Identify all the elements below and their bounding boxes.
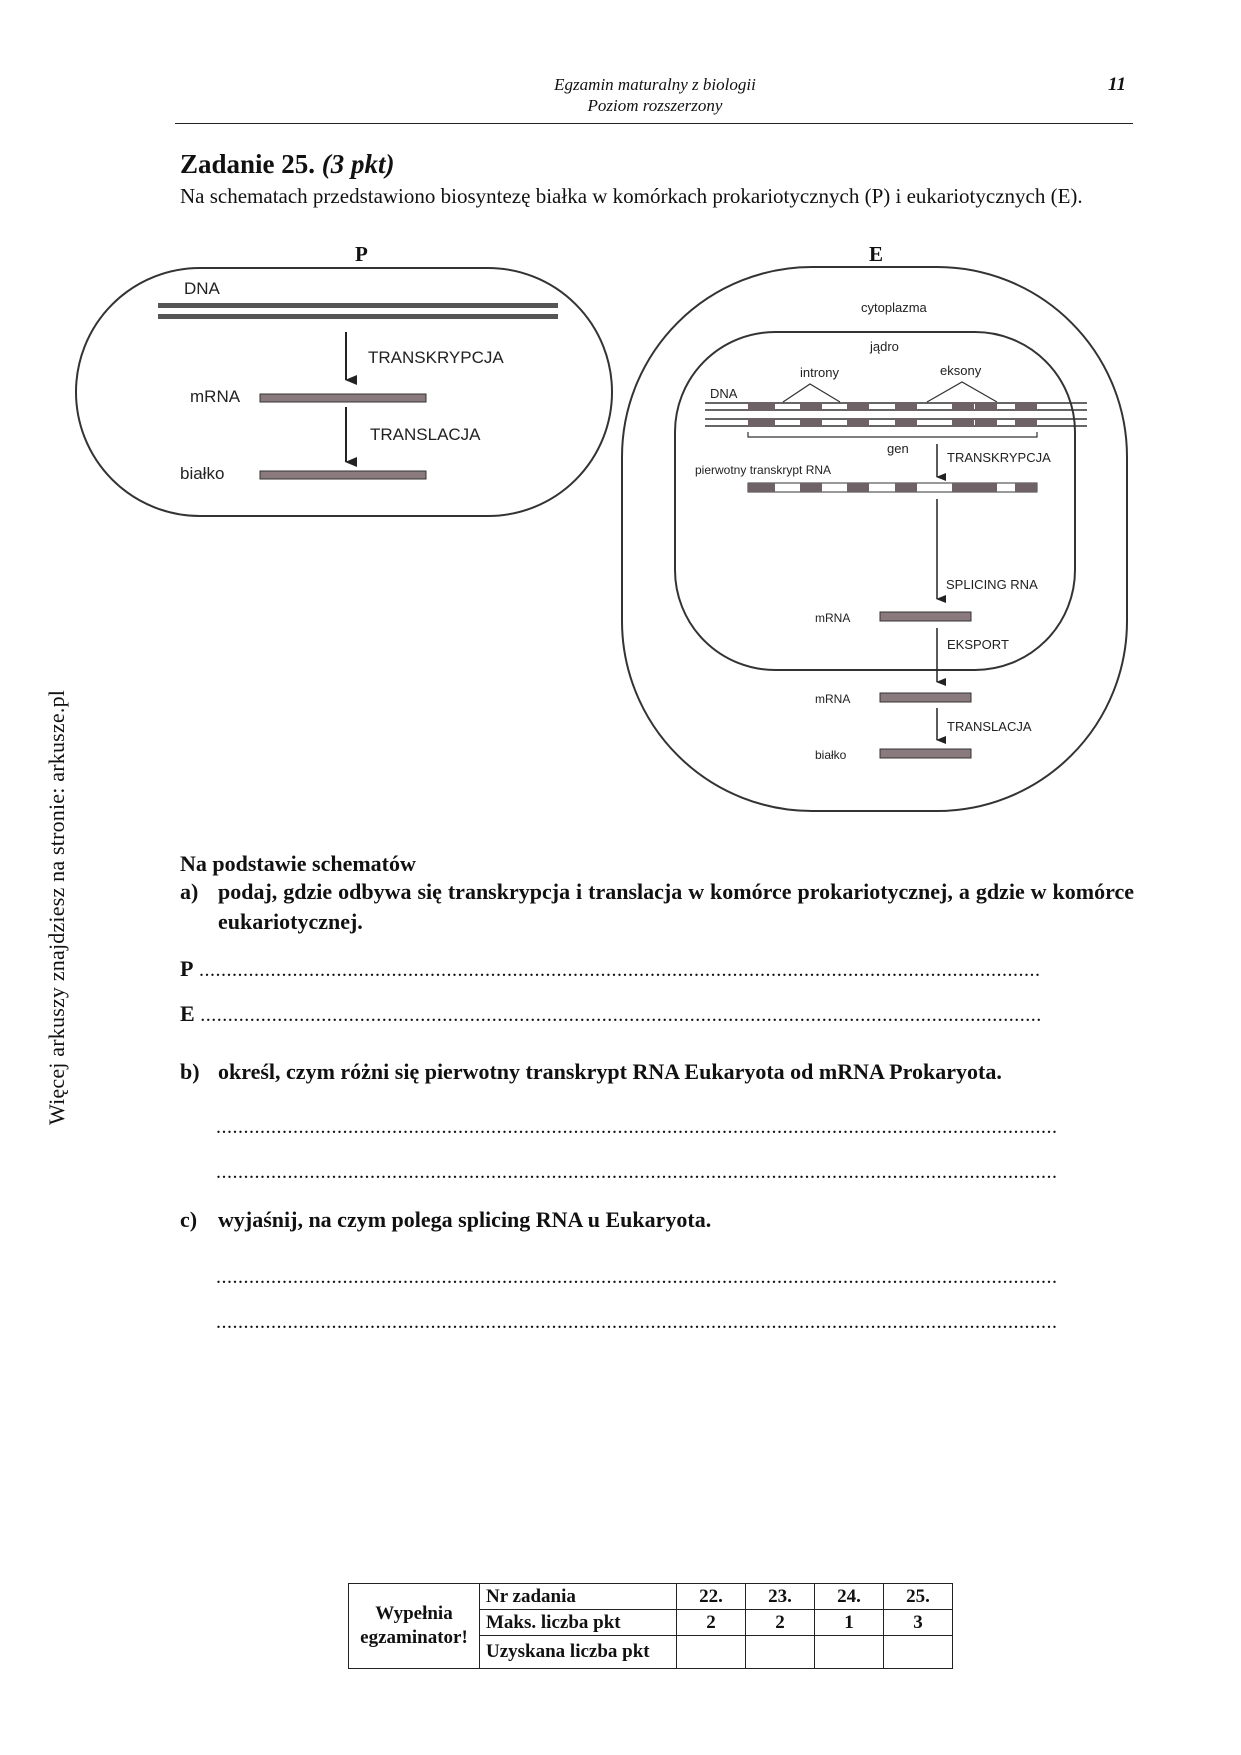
e-cytoplasm-label: cytoplazma (861, 300, 928, 315)
answer-a-p-label: P (180, 958, 194, 981)
task-22: 22. (676, 1583, 746, 1610)
question-c-letter: c) (180, 1207, 198, 1232)
obtained-points-24[interactable] (814, 1635, 884, 1669)
answer-b-line-1[interactable]: ........................................… (216, 1116, 1058, 1138)
e-dna-exons (748, 402, 1037, 427)
max-points-25: 3 (883, 1609, 953, 1636)
header-rule (175, 123, 1133, 124)
question-b-text: określ, czym różni się pierwotny transkr… (218, 1059, 1002, 1084)
row-max-points-label: Maks. liczba pkt (479, 1609, 677, 1636)
task-intro: Na schematach przedstawiono biosyntezę b… (180, 184, 1083, 208)
p-mrna-bar (259, 393, 427, 403)
gene-bracket (747, 432, 1038, 438)
questions-lead: Na podstawie schematów (180, 851, 416, 876)
max-points-22: 2 (676, 1609, 746, 1636)
page-header: Egzamin maturalny z biologii Poziom rozs… (470, 74, 840, 116)
task-25: 25. (883, 1583, 953, 1610)
obtained-points-23[interactable] (745, 1635, 815, 1669)
e-splicing-label: SPLICING RNA (946, 577, 1038, 592)
e-dna-label: DNA (710, 386, 738, 401)
p-mrna-label: mRNA (190, 387, 241, 406)
task-points: (3 pkt) (321, 149, 395, 179)
e-nucleus-label: jądro (869, 339, 899, 354)
header-level: Poziom rozszerzony (587, 96, 723, 115)
page-number: 11 (1108, 74, 1126, 95)
diagram-e-label: E (869, 242, 884, 266)
answer-c-line-2[interactable]: ........................................… (216, 1311, 1058, 1333)
score-table: Wypełnia egzaminator! Nr zadania 22. 23.… (348, 1583, 953, 1669)
exons-bracket (926, 381, 998, 403)
sidebar-text: Więcej arkuszy znajdziesz na stronie: ar… (44, 689, 69, 1125)
answer-b-line-2[interactable]: ........................................… (216, 1161, 1058, 1183)
e-gene-label: gen (887, 441, 909, 456)
prokaryote-cell (75, 267, 613, 517)
p-protein-label: białko (180, 464, 224, 483)
p-translation-label: TRANSLACJA (370, 425, 481, 444)
task-number: Zadanie 25. (180, 149, 316, 179)
p-dna-strand-bottom (158, 314, 558, 319)
e-exons-label: eksony (940, 363, 982, 378)
question-a-text: podaj, gdzie odbywa się transkrypcja i t… (218, 879, 1134, 934)
task-title: Zadanie 25. (3 pkt) (180, 149, 395, 180)
obtained-points-25[interactable] (883, 1635, 953, 1669)
diagram-eukaryote: cytoplazma jądro introny eksony DNA gen … (621, 266, 1128, 812)
e-transcription-label: TRANSKRYPCJA (947, 450, 1051, 465)
eukaryote-cell (621, 266, 1128, 812)
question-a-letter: a) (180, 879, 199, 904)
e-mrna-nucleus-bar (879, 611, 972, 622)
question-a: a) podaj, gdzie odbywa się transkrypcja … (180, 877, 1134, 939)
e-mrna-nucleus-label: mRNA (815, 611, 850, 625)
answer-a-e-label: E (180, 1003, 195, 1026)
question-b: b) określ, czym różni się pierwotny tran… (180, 1057, 1134, 1089)
question-c: c) wyjaśnij, na czym polega splicing RNA… (180, 1205, 1134, 1237)
e-export-label: EKSPORT (947, 637, 1009, 652)
examiner-fill-label: Wypełnia egzaminator! (348, 1583, 480, 1669)
task-23: 23. (745, 1583, 815, 1610)
p-dna-label: DNA (184, 279, 221, 298)
header-exam-title: Egzamin maturalny z biologii (554, 75, 756, 94)
e-primary-transcript-label: pierwotny transkrypt RNA (695, 463, 831, 477)
diagram-prokaryote: DNA TRANSKRYPCJA mRNA TRANSLACJA białko (75, 267, 613, 517)
task-24: 24. (814, 1583, 884, 1610)
row-obtained-points-label: Uzyskana liczba pkt (479, 1635, 677, 1669)
e-mrna-cytoplasm-bar (879, 692, 972, 703)
introns-bracket (782, 383, 841, 403)
diagram-p-label: P (355, 242, 368, 266)
e-protein-label: białko (815, 748, 847, 762)
row-task-number-label: Nr zadania (479, 1583, 677, 1610)
answer-a-e-line[interactable]: E ......................................… (180, 1003, 1042, 1026)
p-transcription-label: TRANSKRYPCJA (368, 348, 504, 367)
e-introns-label: introny (800, 365, 840, 380)
question-c-text: wyjaśnij, na czym polega splicing RNA u … (218, 1207, 712, 1232)
e-mrna-cytoplasm-label: mRNA (815, 692, 850, 706)
p-dna-strand-top (158, 303, 558, 308)
e-primary-transcript-bar (747, 482, 1038, 493)
e-protein-bar (879, 748, 972, 759)
nucleus (674, 331, 1076, 671)
max-points-24: 1 (814, 1609, 884, 1636)
max-points-23: 2 (745, 1609, 815, 1636)
answer-c-line-1[interactable]: ........................................… (216, 1266, 1058, 1288)
p-protein-bar (259, 470, 427, 480)
answer-a-p-line[interactable]: P ......................................… (180, 958, 1041, 981)
question-b-letter: b) (180, 1059, 200, 1084)
e-translation-label: TRANSLACJA (947, 719, 1032, 734)
obtained-points-22[interactable] (676, 1635, 746, 1669)
sidebar-watermark: Więcej arkuszy znajdziesz na stronie: ar… (44, 645, 84, 1125)
